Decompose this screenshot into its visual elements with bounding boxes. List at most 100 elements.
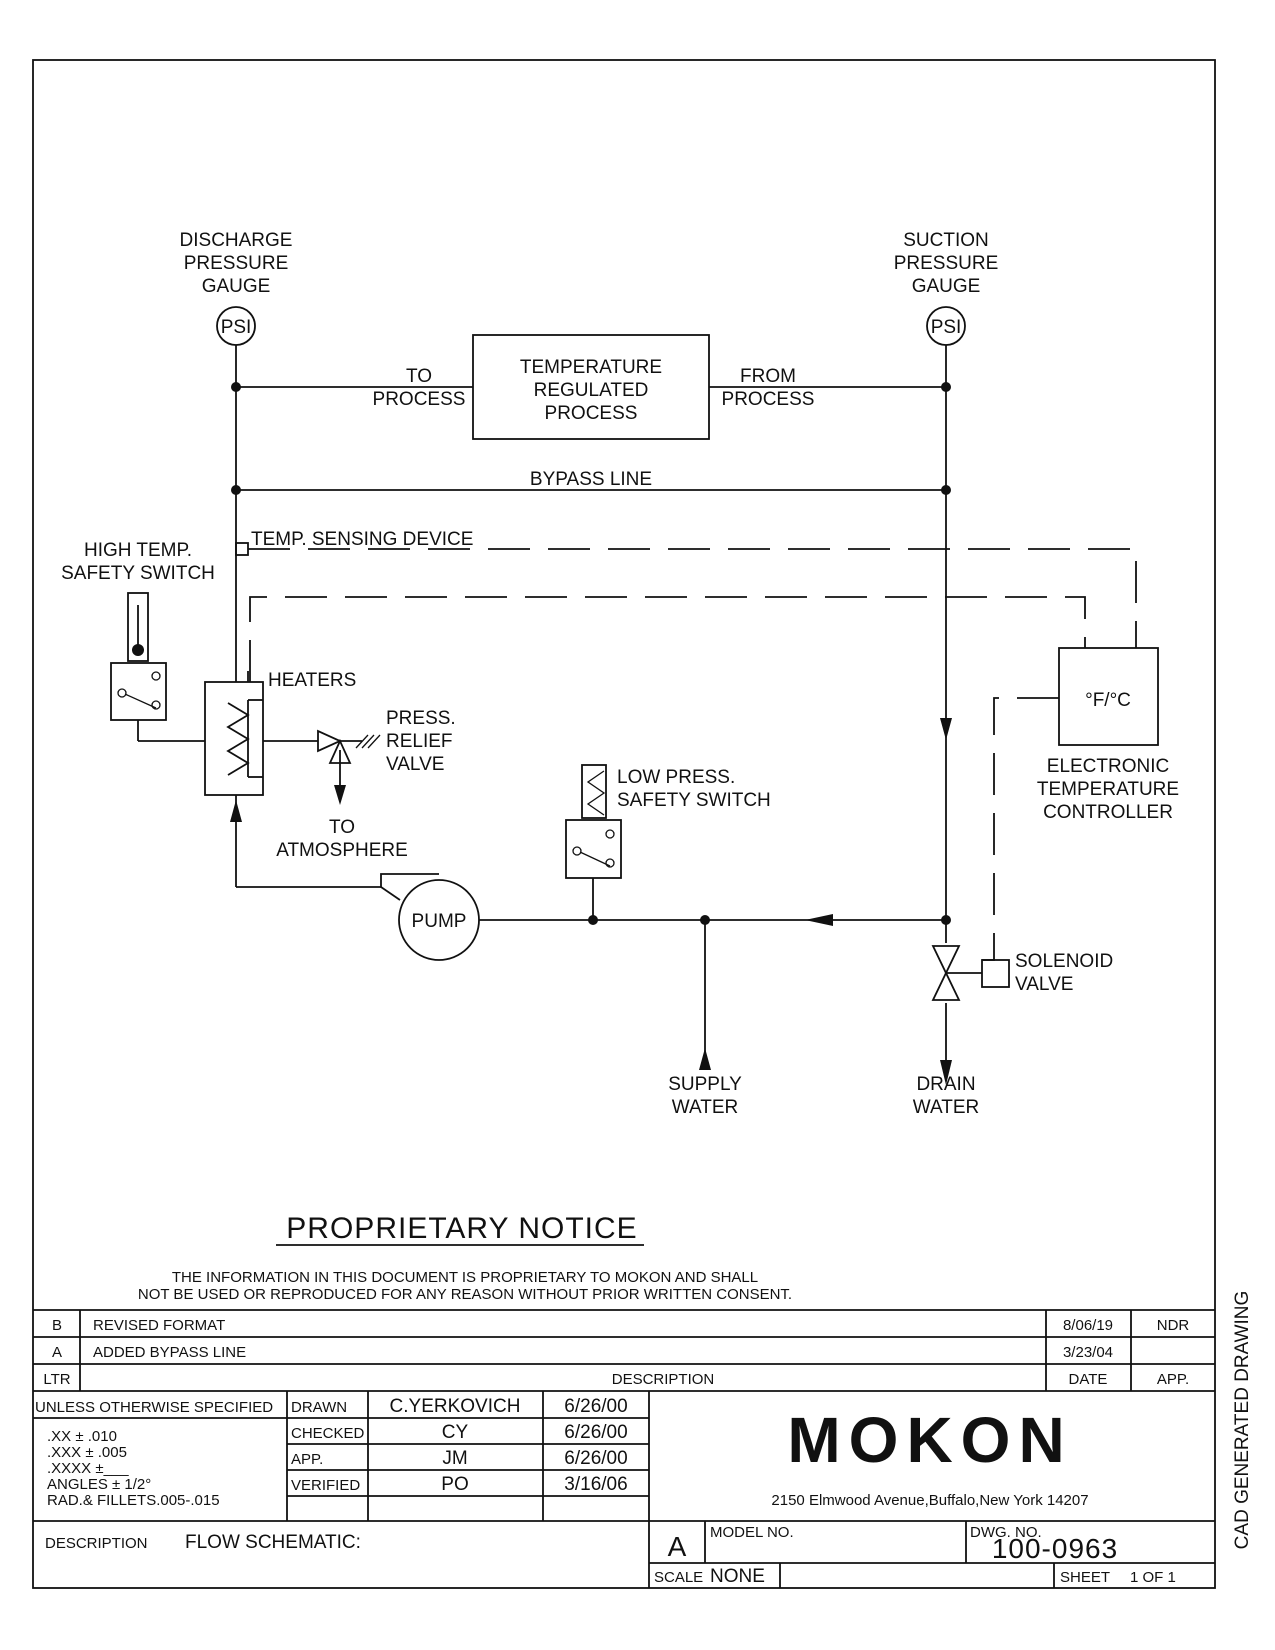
down-arrow-icon — [940, 718, 952, 740]
rev-a-description: ADDED BYPASS LINE — [93, 1344, 246, 1361]
tolerance-line-1: .XX ± .010 — [47, 1428, 117, 1445]
high-temp-label-2: SAFETY SWITCH — [61, 563, 215, 584]
relief-valve-label-3: VALVE — [386, 754, 444, 775]
temp-sensing-device-icon — [235, 542, 249, 556]
up-arrow-icon — [230, 800, 242, 822]
notice-line-1: THE INFORMATION IN THIS DOCUMENT IS PROP… — [172, 1269, 758, 1286]
sheet-value: 1 OF 1 — [1130, 1569, 1176, 1586]
notice-line-2: NOT BE USED OR REPRODUCED FOR ANY REASON… — [138, 1286, 792, 1303]
solenoid-label-2: VALVE — [1015, 974, 1073, 995]
to-process-label-2: PROCESS — [373, 389, 466, 410]
verified-role: VERIFIED — [291, 1477, 360, 1494]
suction-pressure-gauge: SUCTION PRESSURE GAUGE PSI — [894, 230, 999, 346]
pump-label: PUMP — [412, 911, 467, 932]
high-temp-safety-switch: HIGH TEMP. SAFETY SWITCH — [61, 540, 215, 721]
bypass-line-label: BYPASS LINE — [530, 469, 652, 490]
checked-date: 6/26/00 — [564, 1422, 627, 1443]
process-box-line-2: REGULATED — [534, 380, 649, 401]
drawing-border — [32, 59, 1216, 1589]
verified-date: 3/16/06 — [564, 1474, 627, 1495]
discharge-gauge-label-1: DISCHARGE — [180, 230, 293, 251]
supply-arrow-icon — [699, 1048, 711, 1070]
company-address: 2150 Elmwood Avenue,Buffalo,New York 142… — [771, 1492, 1088, 1509]
from-process-label-2: PROCESS — [722, 389, 815, 410]
rev-a-letter: A — [52, 1344, 62, 1361]
proprietary-notice-title: PROPRIETARY NOTICE — [286, 1212, 637, 1245]
rev-header-date: DATE — [1069, 1371, 1108, 1388]
heaters-label: HEATERS — [268, 670, 356, 691]
drain-water-label-2: WATER — [913, 1097, 980, 1118]
tolerance-line-2: .XXX ± .005 — [47, 1444, 127, 1461]
suction-gauge-label-1: SUCTION — [903, 230, 989, 251]
scale-label: SCALE — [654, 1569, 703, 1586]
discharge-gauge-label-3: GAUGE — [202, 276, 271, 297]
junction-dots — [231, 382, 951, 925]
drain-arrow-icon — [940, 1060, 952, 1085]
controller-label-2: TEMPERATURE — [1037, 779, 1179, 800]
piping — [137, 345, 947, 1070]
high-temp-label-1: HIGH TEMP. — [84, 540, 192, 561]
suction-gauge-label-2: PRESSURE — [894, 253, 999, 274]
atmosphere-arrow-icon — [334, 785, 346, 805]
cad-generated-note: CAD GENERATED DRAWING — [1232, 1291, 1253, 1550]
scale-value: NONE — [710, 1566, 765, 1587]
relief-valve-label-1: PRESS. — [386, 708, 456, 729]
low-press-safety-switch: LOW PRESS. SAFETY SWITCH — [565, 764, 771, 879]
process-box-line-1: TEMPERATURE — [520, 357, 662, 378]
to-atmosphere-label-1: TO — [329, 817, 355, 838]
rev-b-date: 8/06/19 — [1063, 1317, 1113, 1334]
description-value: FLOW SCHEMATIC: — [185, 1532, 361, 1553]
tolerance-line-3: .XXXX ±___ — [47, 1460, 129, 1477]
solenoid-label-1: SOLENOID — [1015, 951, 1113, 972]
verified-name: PO — [441, 1474, 468, 1495]
controller-display: °F/°C — [1085, 690, 1131, 711]
heaters: HEATERS — [204, 670, 356, 796]
discharge-pressure-gauge: DISCHARGE PRESSURE GAUGE PSI — [180, 230, 293, 346]
title-block: UNLESS OTHERWISE SPECIFIED .XX ± .010 .X… — [33, 1391, 1215, 1588]
tolerance-line-4: ANGLES ± 1/2° — [47, 1476, 151, 1493]
from-process-label-1: FROM — [740, 366, 796, 387]
to-atmosphere-label-2: ATMOSPHERE — [276, 840, 408, 861]
temp-sensing-label: TEMP. SENSING DEVICE — [251, 529, 473, 550]
supply-water-label-1: SUPPLY — [668, 1074, 742, 1095]
left-arrow-icon — [805, 914, 833, 926]
dwg-no-value: 100-0963 — [992, 1533, 1118, 1564]
tolerance-line-5: RAD.& FILLETS.005-.015 — [47, 1492, 220, 1509]
suction-gauge-label-3: GAUGE — [912, 276, 981, 297]
tolerance-header: UNLESS OTHERWISE SPECIFIED — [35, 1399, 273, 1416]
flow-arrows — [230, 718, 952, 1085]
rev-b-letter: B — [52, 1317, 62, 1334]
temperature-regulated-process: TEMPERATURE REGULATED PROCESS — [472, 334, 710, 440]
drawn-name: C.YERKOVICH — [390, 1396, 521, 1417]
rev-header-ltr: LTR — [43, 1371, 70, 1388]
rev-header-description: DESCRIPTION — [612, 1371, 715, 1388]
to-process-label-1: TO — [406, 366, 432, 387]
rev-header-app: APP. — [1157, 1371, 1189, 1388]
checked-role: CHECKED — [291, 1425, 365, 1442]
suction-psi-text: PSI — [931, 317, 962, 338]
controller-label-3: CONTROLLER — [1043, 802, 1173, 823]
description-label: DESCRIPTION — [45, 1535, 148, 1552]
discharge-gauge-label-2: PRESSURE — [184, 253, 289, 274]
low-press-label-1: LOW PRESS. — [617, 767, 735, 788]
discharge-psi-text: PSI — [221, 317, 252, 338]
pump: PUMP — [380, 873, 480, 961]
supply-water-label-2: WATER — [672, 1097, 739, 1118]
app-role: APP. — [291, 1451, 323, 1468]
pressure-relief-valve: PRESS. RELIEF VALVE TO ATMOSPHERE — [276, 708, 456, 861]
control-signal-lines — [248, 548, 1137, 961]
electronic-temperature-controller: °F/°C ELECTRONIC TEMPERATURE CONTROLLER — [1037, 647, 1179, 823]
drain-water-label-1: DRAIN — [916, 1074, 975, 1095]
model-no-label: MODEL NO. — [710, 1524, 794, 1541]
drawn-role: DRAWN — [291, 1399, 347, 1416]
revision-block: B REVISED FORMAT 8/06/19 NDR A ADDED BYP… — [33, 1309, 1215, 1392]
process-box-line-3: PROCESS — [545, 403, 638, 424]
drawn-date: 6/26/00 — [564, 1396, 627, 1417]
controller-label-1: ELECTRONIC — [1047, 756, 1169, 777]
low-press-label-2: SAFETY SWITCH — [617, 790, 771, 811]
rev-b-description: REVISED FORMAT — [93, 1317, 225, 1334]
solenoid-valve: SOLENOID VALVE — [931, 945, 1113, 1001]
sheet-label: SHEET — [1060, 1569, 1110, 1586]
app-name: JM — [442, 1448, 467, 1469]
